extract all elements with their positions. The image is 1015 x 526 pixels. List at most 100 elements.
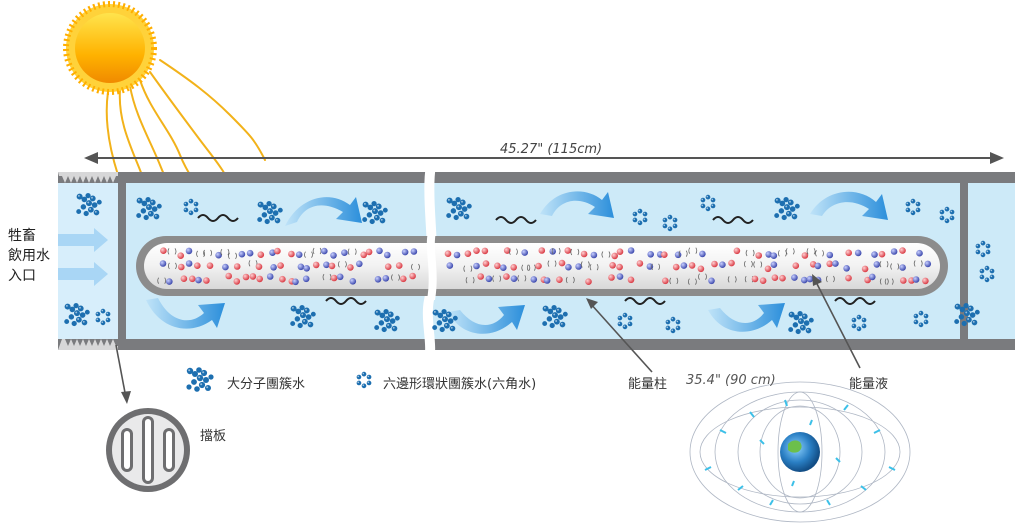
molecule bbox=[312, 261, 320, 269]
molecule bbox=[160, 247, 167, 254]
flow-arrow-icon bbox=[146, 298, 225, 329]
vibration-mark bbox=[890, 263, 900, 270]
molecule bbox=[728, 259, 735, 267]
vibration-mark bbox=[806, 248, 816, 255]
molecule bbox=[521, 249, 528, 256]
molecule bbox=[347, 264, 354, 271]
vibration-mark bbox=[753, 261, 763, 268]
molecule bbox=[674, 251, 682, 259]
molecule bbox=[401, 248, 409, 256]
macro-cluster-icon bbox=[186, 367, 214, 392]
molecule bbox=[759, 277, 767, 285]
molecule bbox=[878, 250, 886, 258]
molecule bbox=[215, 251, 222, 259]
molecule bbox=[530, 276, 538, 283]
molecule bbox=[708, 277, 715, 285]
molecule bbox=[510, 264, 517, 271]
molecule bbox=[384, 263, 392, 271]
molecule bbox=[477, 273, 485, 280]
molecule bbox=[159, 260, 167, 267]
molecule bbox=[185, 260, 193, 267]
vibration-mark bbox=[727, 276, 737, 283]
vibration-mark bbox=[580, 261, 590, 268]
pipe-bottom-wall bbox=[58, 339, 1015, 350]
molecule bbox=[203, 277, 210, 284]
molecule bbox=[321, 247, 328, 255]
molecule bbox=[826, 260, 833, 268]
vibration-mark bbox=[669, 277, 679, 285]
vibration-mark bbox=[913, 260, 923, 267]
molecule bbox=[814, 262, 822, 270]
molecule bbox=[292, 278, 299, 286]
legend-hexagonal-cluster-label: 六邊形環狀團簇水(六角水) bbox=[383, 377, 537, 392]
molecule bbox=[303, 265, 311, 272]
molecule bbox=[453, 251, 461, 259]
molecule bbox=[845, 249, 852, 257]
vibration-mark bbox=[688, 247, 698, 254]
vibration-mark bbox=[465, 276, 475, 284]
vibration-mark bbox=[521, 264, 531, 272]
molecule bbox=[336, 273, 344, 281]
molecule bbox=[699, 250, 706, 258]
wave-icon bbox=[325, 297, 367, 305]
molecule bbox=[854, 249, 862, 257]
vibration-mark bbox=[570, 248, 580, 256]
molecule bbox=[765, 251, 772, 258]
energy-liquid-label: 能量液 bbox=[849, 377, 889, 392]
vibration-mark bbox=[688, 278, 697, 285]
flow-arrow-icon bbox=[448, 305, 525, 334]
wave-icon bbox=[495, 216, 537, 224]
molecule bbox=[538, 247, 546, 254]
pipe-length-label: 45.27" (115cm) bbox=[500, 142, 603, 157]
molecule bbox=[733, 247, 741, 255]
vibration-mark bbox=[391, 274, 400, 281]
vibration-mark bbox=[744, 260, 753, 268]
flow-arrow-icon bbox=[285, 197, 362, 226]
molecule bbox=[277, 262, 284, 269]
molecule bbox=[661, 251, 668, 258]
molecule bbox=[916, 249, 923, 257]
molecule bbox=[899, 247, 906, 254]
vibration-mark bbox=[509, 248, 518, 255]
vibration-mark bbox=[167, 248, 177, 255]
flow-arrow-icon bbox=[810, 191, 888, 220]
molecule bbox=[922, 277, 929, 285]
molecule bbox=[751, 275, 759, 283]
molecule bbox=[189, 275, 196, 283]
vibration-mark bbox=[220, 248, 230, 256]
molecule bbox=[535, 262, 542, 270]
molecule bbox=[225, 272, 232, 280]
molecule bbox=[410, 248, 418, 255]
molecule bbox=[256, 275, 264, 283]
molecule bbox=[288, 250, 295, 258]
vibration-mark bbox=[463, 265, 473, 272]
molecule bbox=[382, 275, 390, 282]
molecule bbox=[791, 274, 798, 281]
molecule bbox=[575, 263, 582, 270]
wave-icon bbox=[197, 214, 239, 222]
waves bbox=[197, 214, 876, 305]
molecule bbox=[177, 252, 184, 259]
earth-magnetic-field-icon bbox=[689, 381, 911, 523]
molecule bbox=[564, 247, 572, 254]
molecule bbox=[222, 263, 229, 271]
molecule bbox=[636, 260, 644, 267]
molecule bbox=[861, 265, 869, 273]
molecule bbox=[481, 247, 489, 255]
molecule bbox=[166, 278, 173, 285]
molecule bbox=[770, 252, 778, 259]
molecule bbox=[869, 273, 876, 281]
molecule bbox=[647, 251, 654, 258]
rod-break bbox=[426, 232, 437, 300]
molecule bbox=[672, 263, 680, 271]
molecule bbox=[482, 260, 490, 267]
inlet-thread bbox=[58, 172, 120, 350]
molecule bbox=[330, 274, 338, 282]
molecule bbox=[249, 273, 257, 280]
molecule bbox=[395, 262, 403, 269]
molecule bbox=[580, 250, 588, 258]
molecule bbox=[233, 278, 241, 285]
dimension-line bbox=[84, 152, 1004, 164]
molecule bbox=[365, 248, 373, 256]
